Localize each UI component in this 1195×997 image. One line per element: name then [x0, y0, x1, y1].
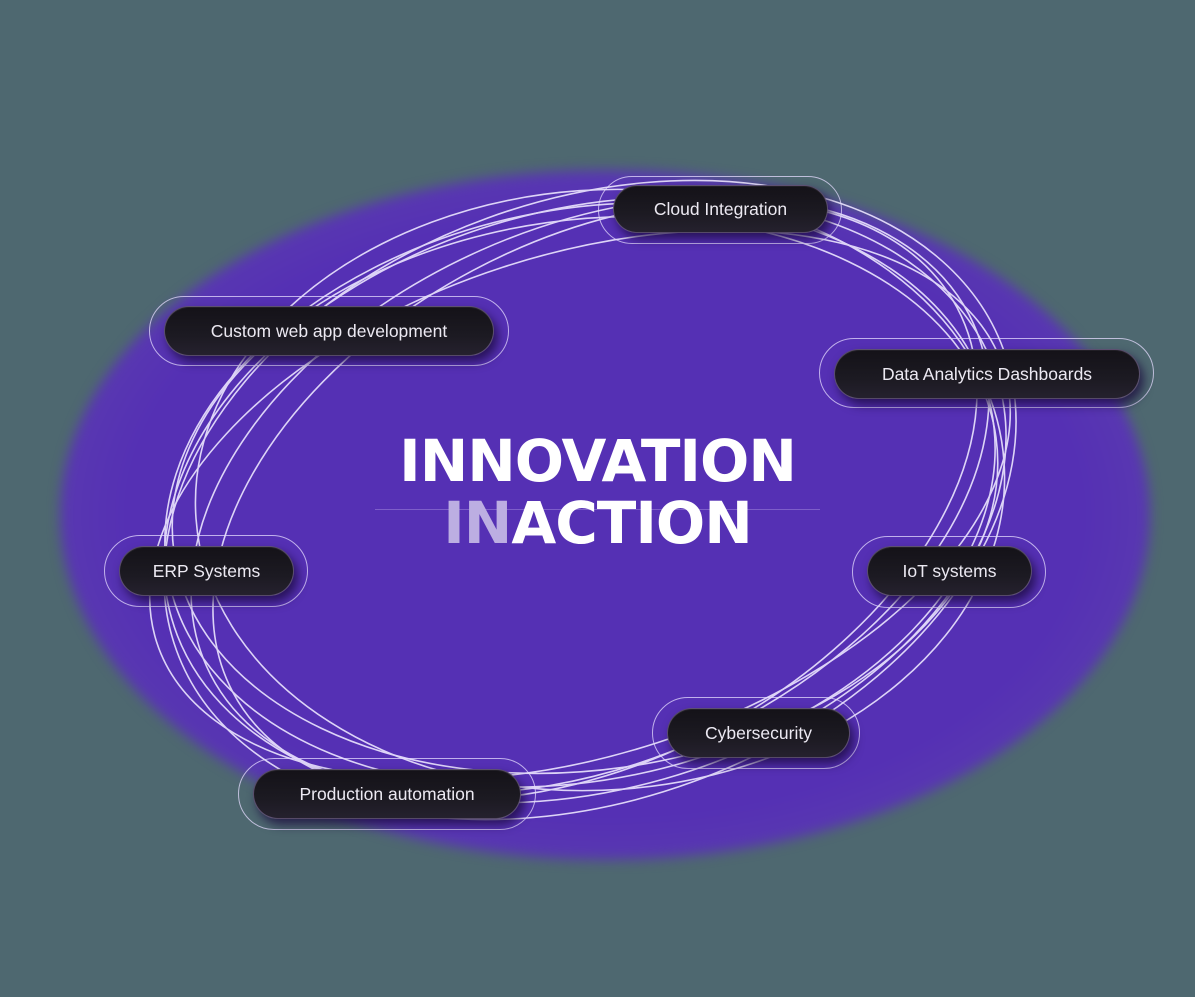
erp-systems-outline [104, 535, 308, 607]
pill-iot-systems[interactable]: IoT systems [867, 546, 1032, 596]
pill-cloud-integration[interactable]: Cloud Integration [613, 185, 828, 233]
title-in-action: INACTION [0, 490, 1195, 556]
pill-data-analytics-dashboards[interactable]: Data Analytics Dashboards [834, 349, 1140, 399]
pill-cybersecurity[interactable]: Cybersecurity [667, 708, 850, 758]
pill-production-automation[interactable]: Production automation [253, 769, 521, 819]
data-analytics-outline [819, 338, 1154, 408]
pill-custom-web-app-development[interactable]: Custom web app development [164, 306, 494, 356]
pill-erp-systems[interactable]: ERP Systems [119, 546, 294, 596]
iot-systems-outline [852, 536, 1046, 608]
title-action: ACTION [511, 489, 752, 557]
custom-web-app-outline [149, 296, 509, 366]
title-divider [375, 509, 820, 510]
cloud-integration-outline [598, 176, 842, 244]
production-automation-outline [238, 758, 536, 830]
cybersecurity-outline [652, 697, 860, 769]
title-in: IN [443, 489, 512, 557]
title-innovation: INNOVATION [399, 427, 797, 495]
purple-glow-background [60, 170, 1150, 860]
